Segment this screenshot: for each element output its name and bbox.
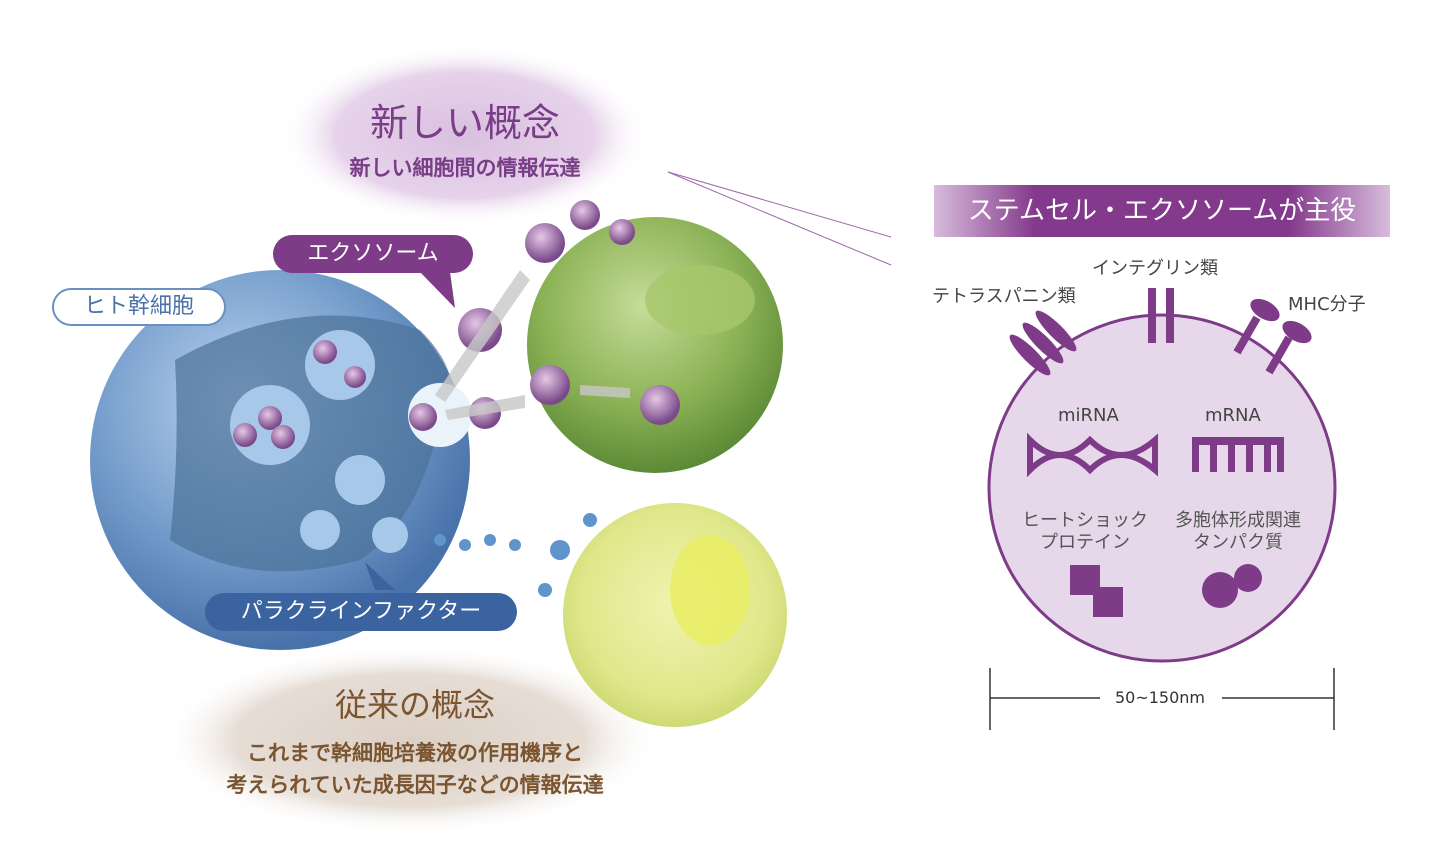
mrna-label: mRNA: [1205, 405, 1261, 426]
old-concept-title: 従来の概念: [334, 686, 495, 724]
old-concept-description: これまで幹細胞培養液の作用機序と 考えられていた成長因子などの情報伝達: [150, 737, 680, 801]
mirna-icon: [1027, 432, 1158, 478]
hsp-line1: ヒートショック: [1022, 510, 1148, 531]
protein-icon: [1202, 564, 1262, 608]
new-concept-subtitle: 新しい細胞間の情報伝達: [349, 156, 581, 180]
panel-title: ステムセル・エクソソームが主役: [934, 185, 1390, 237]
heat-shock-protein-icon: [1070, 565, 1123, 617]
old-concept-line2: 考えられていた成長因子などの情報伝達: [226, 773, 604, 797]
new-concept-cloud: [280, 45, 650, 225]
stem-cell-label: ヒト幹細胞: [52, 288, 226, 326]
old-concept-line1: これまで幹細胞培養液の作用機序と: [247, 741, 583, 765]
multi-line2: タンパク質: [1193, 532, 1283, 553]
exosome-label: エクソソーム: [273, 235, 473, 273]
heat-shock-protein-label: ヒートショック プロテイン: [1010, 510, 1160, 554]
hsp-line2: プロテイン: [1040, 532, 1130, 553]
old-concept-cloud: [160, 645, 660, 835]
target-cell-green: [527, 217, 783, 473]
scale-bar: [989, 668, 1335, 730]
mirna-label: miRNA: [1058, 405, 1119, 426]
paracrine-particles: [434, 513, 597, 597]
multi-line1: 多胞体形成関連: [1175, 510, 1301, 531]
membrane-proteins: [1009, 288, 1312, 617]
tetraspanin-label: テトラスパニン類: [932, 286, 1076, 307]
new-concept-title: 新しい概念: [369, 101, 560, 145]
paracrine-label: パラクラインファクター: [205, 593, 517, 631]
scale-label: 50~150nm: [1114, 688, 1206, 707]
mhc-label: MHC分子: [1288, 294, 1366, 315]
integrin-label: インテグリン類: [1092, 258, 1218, 279]
multivesicular-protein-label: 多胞体形成関連 タンパク質: [1163, 510, 1313, 554]
mrna-icon: [1192, 437, 1284, 472]
